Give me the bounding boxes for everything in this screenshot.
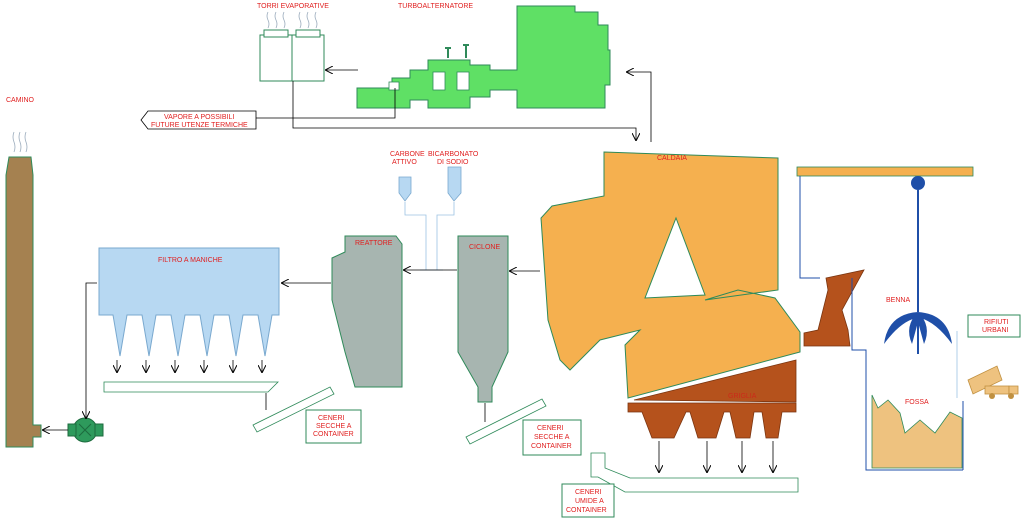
- boiler: [540, 151, 801, 399]
- vapore-box: [140, 110, 257, 130]
- ceneri-box-2: [522, 419, 582, 456]
- label-camino: CAMINO: [6, 97, 35, 104]
- grate-discharge-arrows: [659, 441, 773, 472]
- label-vapore-2: FUTURE UTENZE TERMICHE: [151, 122, 248, 129]
- grate: [627, 359, 797, 439]
- label-carbone-2: ATTIVO: [392, 159, 417, 166]
- turbo-alternator: [356, 5, 611, 109]
- label-ceneri2-3: CONTAINER: [531, 443, 572, 450]
- crane-bridge: [796, 166, 974, 177]
- ceneri-box-3: [561, 483, 615, 518]
- label-caldaia: CALDAIA: [657, 155, 687, 162]
- chimney: [5, 131, 42, 448]
- bag-filter: [98, 247, 280, 357]
- ceneri-box-1: [305, 409, 362, 444]
- label-ceneri1-3: CONTAINER: [313, 431, 354, 438]
- cyclone: [457, 235, 509, 403]
- cooling-towers: [259, 11, 325, 82]
- carbone-silo: [398, 176, 412, 202]
- rifiuti-box: [967, 314, 1021, 338]
- filter-screw-conveyor: [252, 386, 335, 433]
- label-ceneri3-3: CONTAINER: [566, 507, 607, 514]
- label-ceneri2-2: SECCHE A: [534, 434, 570, 441]
- induced-draft-fan: [67, 417, 104, 443]
- label-vapore-1: VAPORE A POSSIBILI: [164, 114, 234, 121]
- wet-ash-conveyor: [590, 452, 799, 493]
- filter-discharge-arrows: [117, 360, 262, 372]
- bicarbonato-silo: [447, 166, 462, 202]
- label-bicarbonato-1: BICARBONATO: [428, 151, 479, 158]
- label-bicarbonato-2: DI SODIO: [437, 159, 469, 166]
- benna-grab: [884, 176, 952, 354]
- cyclone-screw-conveyor: [465, 398, 547, 445]
- reactor: [331, 235, 403, 388]
- filter-conveyor: [103, 381, 279, 393]
- label-turboalternatore: TURBOALTERNATORE: [398, 3, 473, 10]
- label-benna: BENNA: [886, 297, 910, 304]
- label-rifiuti-1: RIFIUTI: [984, 319, 1009, 326]
- fossa: [871, 394, 963, 469]
- label-griglia: GRIGLIA: [728, 393, 757, 400]
- label-torri-evaporative: TORRI EVAPORATIVE: [257, 3, 329, 10]
- waste-truck: [967, 365, 1019, 399]
- label-ceneri1-2: SECCHE A: [316, 423, 352, 430]
- label-ceneri3-2: UMIDE A: [575, 498, 604, 505]
- label-ceneri2-1: CENERI: [537, 425, 564, 432]
- label-ceneri1-1: CENERI: [318, 415, 345, 422]
- label-filtro-a-maniche: FILTRO A MANICHE: [158, 257, 223, 264]
- label-fossa: FOSSA: [905, 399, 929, 406]
- label-rifiuti-2: URBANI: [982, 327, 1009, 334]
- label-ceneri3-1: CENERI: [575, 489, 602, 496]
- feed-hopper: [803, 269, 865, 347]
- label-ciclone: CICLONE: [469, 244, 500, 251]
- label-carbone-1: CARBONE: [390, 151, 425, 158]
- label-reattore: REATTORE: [355, 240, 393, 247]
